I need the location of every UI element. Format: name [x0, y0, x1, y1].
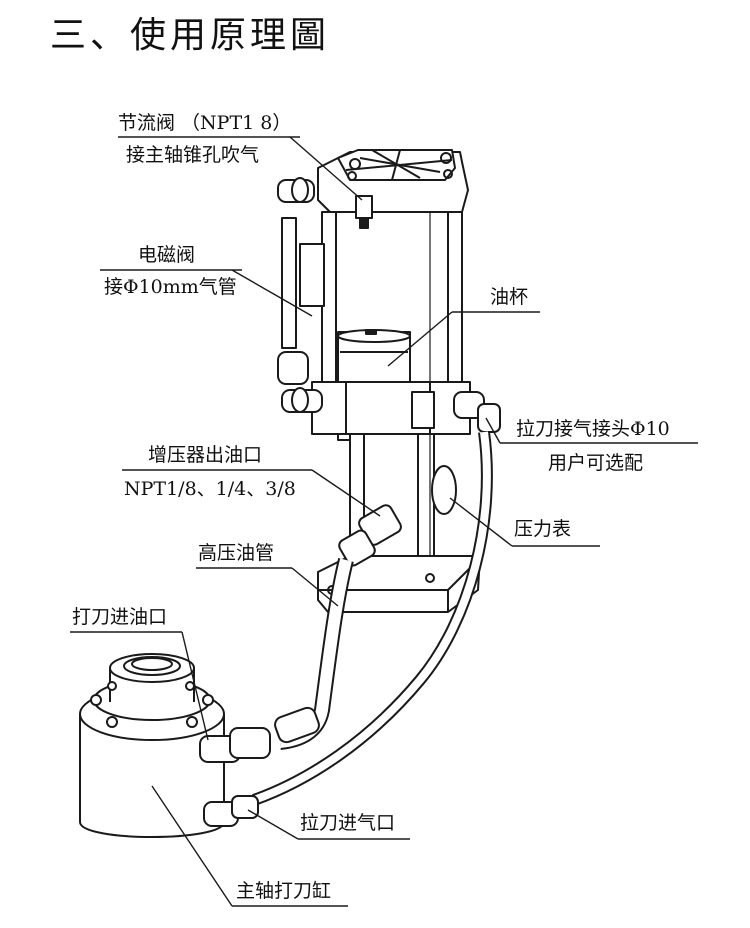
pressure-gauge-label: 压力表 [514, 518, 572, 540]
page-title: 三、使用原理圖 [50, 15, 331, 56]
hp-oil-hose [274, 558, 354, 750]
booster-outlet-label: 增压器出油口 [148, 444, 263, 466]
pressure-gauge [431, 465, 457, 515]
air-connector-sublabel: 用户可选配 [548, 452, 644, 474]
oil-inlet-label: 打刀进油口 [72, 606, 168, 628]
unclamp-cylinder [79, 653, 225, 838]
booster-outlet-sublabel: NPT1/8、1/4、3/8 [124, 478, 296, 500]
throttle-valve-label: 节流阀 （NPT1 8） [118, 112, 292, 134]
leader-lines [70, 136, 698, 907]
solenoid-valve-label: 电磁阀 [138, 244, 196, 266]
cylinder-oil-inlet-fitting [199, 727, 271, 763]
hp-oil-pipe-label: 高压油管 [198, 542, 275, 564]
air-inlet-label: 拉刀进气口 [300, 812, 396, 834]
throttle-valve [355, 195, 373, 229]
booster-outlet-fitting [338, 504, 402, 567]
cylinder-label: 主轴打刀缸 [236, 880, 332, 902]
air-connector-label: 拉刀接气接头Φ10 [516, 418, 670, 440]
throttle-valve-sublabel: 接主轴锥孔吹气 [126, 144, 260, 166]
middle-collar [311, 381, 471, 435]
oil-cup-label: 油杯 [490, 286, 529, 308]
solenoid-valve-sublabel: 接Φ10mm气管 [104, 276, 237, 298]
air-connector [453, 391, 501, 433]
air-hose [251, 431, 493, 806]
cylinder-air-inlet-fitting [203, 795, 259, 827]
left-air-pipes [277, 177, 325, 413]
